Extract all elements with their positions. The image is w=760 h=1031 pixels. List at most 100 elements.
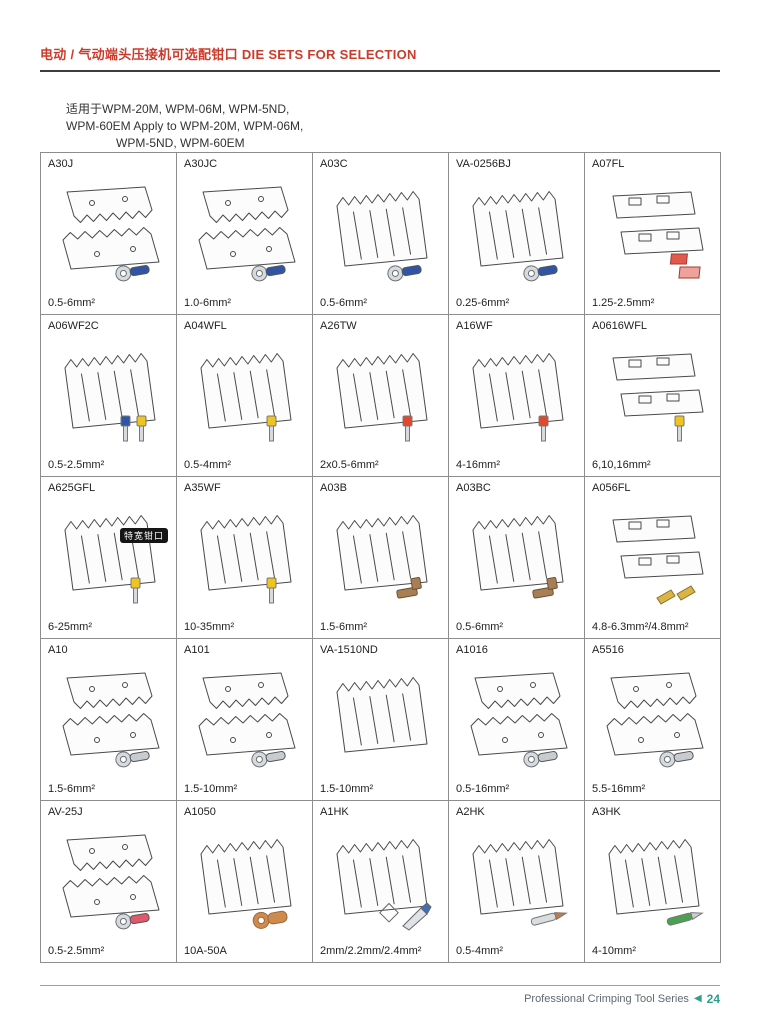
die-cell: A1050 10A-50A bbox=[177, 801, 313, 963]
die-model-label: A1HK bbox=[320, 806, 349, 818]
die-model-label: A30JC bbox=[184, 158, 218, 170]
die-illustration bbox=[585, 656, 720, 783]
die-model-label: A03BC bbox=[456, 482, 491, 494]
die-cell: A16WF 4-16mm² bbox=[449, 315, 585, 477]
apply-note-line: 适用于WPM-20M, WPM-06M, WPM-5ND, bbox=[66, 102, 290, 116]
die-cell: A625GFL 特宽钳口 6-25mm² bbox=[41, 477, 177, 639]
die-model-label: A1050 bbox=[184, 806, 216, 818]
die-cell: VA-1510ND 1.5-10mm² bbox=[313, 639, 449, 801]
die-model-label: A06WF2C bbox=[48, 320, 99, 332]
die-size-label: 0.5-16mm² bbox=[456, 783, 510, 795]
die-drawing bbox=[336, 838, 432, 931]
die-illustration bbox=[585, 170, 720, 297]
die-drawing bbox=[62, 834, 159, 929]
die-cell: A30JC 1.0-6mm² bbox=[177, 153, 313, 315]
die-size-label: 0.5-2.5mm² bbox=[48, 945, 105, 957]
die-model-label: A2HK bbox=[456, 806, 485, 818]
die-drawing bbox=[200, 838, 291, 929]
die-drawing bbox=[472, 838, 568, 926]
die-cell: A03BC 0.5-6mm² bbox=[449, 477, 585, 639]
die-cell: A26TW 2x0.5-6mm² bbox=[313, 315, 449, 477]
die-illustration bbox=[449, 332, 584, 459]
die-drawing bbox=[608, 838, 704, 926]
die-size-label: 0.5-4mm² bbox=[456, 945, 504, 957]
die-model-label: A35WF bbox=[184, 482, 221, 494]
die-drawing bbox=[64, 514, 155, 603]
die-illustration bbox=[313, 656, 448, 783]
die-illustration bbox=[313, 818, 448, 945]
special-jaw-note-badge: 特宽钳口 bbox=[119, 528, 168, 543]
die-illustration bbox=[585, 494, 720, 621]
die-model-label: A03C bbox=[320, 158, 348, 170]
die-drawing bbox=[62, 672, 159, 767]
die-size-label: 6,10,16mm² bbox=[592, 459, 651, 471]
die-illustration bbox=[177, 332, 312, 459]
die-cell: A056FL 4.8-6.3mm²/4.8mm² bbox=[585, 477, 721, 639]
die-size-label: 0.5-4mm² bbox=[184, 459, 232, 471]
die-size-label: 0.5-6mm² bbox=[48, 297, 96, 309]
die-cell: A30J 0.5-6mm² bbox=[41, 153, 177, 315]
die-model-label: A056FL bbox=[592, 482, 631, 494]
die-cell: A03C 0.5-6mm² bbox=[313, 153, 449, 315]
die-model-label: A0616WFL bbox=[592, 320, 648, 332]
die-cell: AV-25J 0.5-2.5mm² bbox=[41, 801, 177, 963]
header-divider bbox=[40, 70, 720, 72]
die-drawing bbox=[470, 672, 567, 767]
die-drawing bbox=[612, 353, 703, 441]
die-illustration bbox=[449, 818, 584, 945]
page-indicator-arrow-icon: ◀ bbox=[693, 993, 702, 1004]
die-model-label: A16WF bbox=[456, 320, 493, 332]
apply-note: 适用于WPM-20M, WPM-06M, WPM-5ND, WPM-60EM A… bbox=[66, 101, 303, 152]
die-illustration bbox=[41, 656, 176, 783]
die-drawing bbox=[336, 514, 427, 599]
die-size-label: 2x0.5-6mm² bbox=[320, 459, 379, 471]
die-drawing bbox=[336, 352, 427, 441]
die-size-label: 1.25-2.5mm² bbox=[592, 297, 655, 309]
footer-series-label: Professional Crimping Tool Series bbox=[524, 993, 689, 1005]
die-size-label: 0.5-6mm² bbox=[320, 297, 368, 309]
die-size-label: 1.5-10mm² bbox=[320, 783, 374, 795]
die-model-label: A101 bbox=[184, 644, 210, 656]
die-illustration bbox=[585, 332, 720, 459]
die-model-label: VA-0256BJ bbox=[456, 158, 511, 170]
die-drawing bbox=[612, 515, 703, 605]
die-drawing bbox=[472, 352, 563, 441]
die-model-label: A10 bbox=[48, 644, 68, 656]
die-model-label: A5516 bbox=[592, 644, 624, 656]
die-size-label: 4.8-6.3mm²/4.8mm² bbox=[592, 621, 689, 633]
die-illustration bbox=[41, 818, 176, 945]
die-size-label: 6-25mm² bbox=[48, 621, 93, 633]
die-illustration bbox=[41, 170, 176, 297]
die-illustration: 特宽钳口 bbox=[41, 494, 176, 621]
die-drawing bbox=[200, 352, 291, 441]
die-cell: A1016 0.5-16mm² bbox=[449, 639, 585, 801]
die-model-label: VA-1510ND bbox=[320, 644, 378, 656]
die-size-label: 5.5-16mm² bbox=[592, 783, 646, 795]
die-illustration bbox=[313, 170, 448, 297]
die-cell: A35WF 10-35mm² bbox=[177, 477, 313, 639]
die-model-label: A625GFL bbox=[48, 482, 96, 494]
die-cell: A2HK 0.5-4mm² bbox=[449, 801, 585, 963]
die-size-label: 1.5-10mm² bbox=[184, 783, 238, 795]
die-cell: A06WF2C 0.5-2.5mm² bbox=[41, 315, 177, 477]
die-cell: A0616WFL 6,10,16mm² bbox=[585, 315, 721, 477]
die-illustration bbox=[177, 494, 312, 621]
die-model-label: A30J bbox=[48, 158, 74, 170]
die-set-grid: A30J 0.5-6mm² A30JC 1.0-6mm² A03C 0.5-6m… bbox=[40, 152, 721, 963]
apply-note-line: WPM-60EM Apply to WPM-20M, WPM-06M, bbox=[66, 119, 304, 133]
die-model-label: A3HK bbox=[592, 806, 621, 818]
die-model-label: A07FL bbox=[592, 158, 625, 170]
die-illustration bbox=[41, 332, 176, 459]
die-size-label: 4-16mm² bbox=[456, 459, 501, 471]
page-title: 电动 / 气动端头压接机可选配钳口 DIE SETS FOR SELECTION bbox=[40, 47, 417, 62]
die-drawing bbox=[472, 190, 563, 281]
page-header: 电动 / 气动端头压接机可选配钳口 DIE SETS FOR SELECTION bbox=[40, 44, 720, 72]
die-size-label: 1.0-6mm² bbox=[184, 297, 232, 309]
die-size-label: 1.5-6mm² bbox=[48, 783, 96, 795]
die-drawing bbox=[612, 191, 703, 278]
die-size-label: 0.5-6mm² bbox=[456, 621, 504, 633]
die-illustration bbox=[449, 494, 584, 621]
die-cell: A3HK 4-10mm² bbox=[585, 801, 721, 963]
die-illustration bbox=[585, 818, 720, 945]
die-illustration bbox=[449, 170, 584, 297]
